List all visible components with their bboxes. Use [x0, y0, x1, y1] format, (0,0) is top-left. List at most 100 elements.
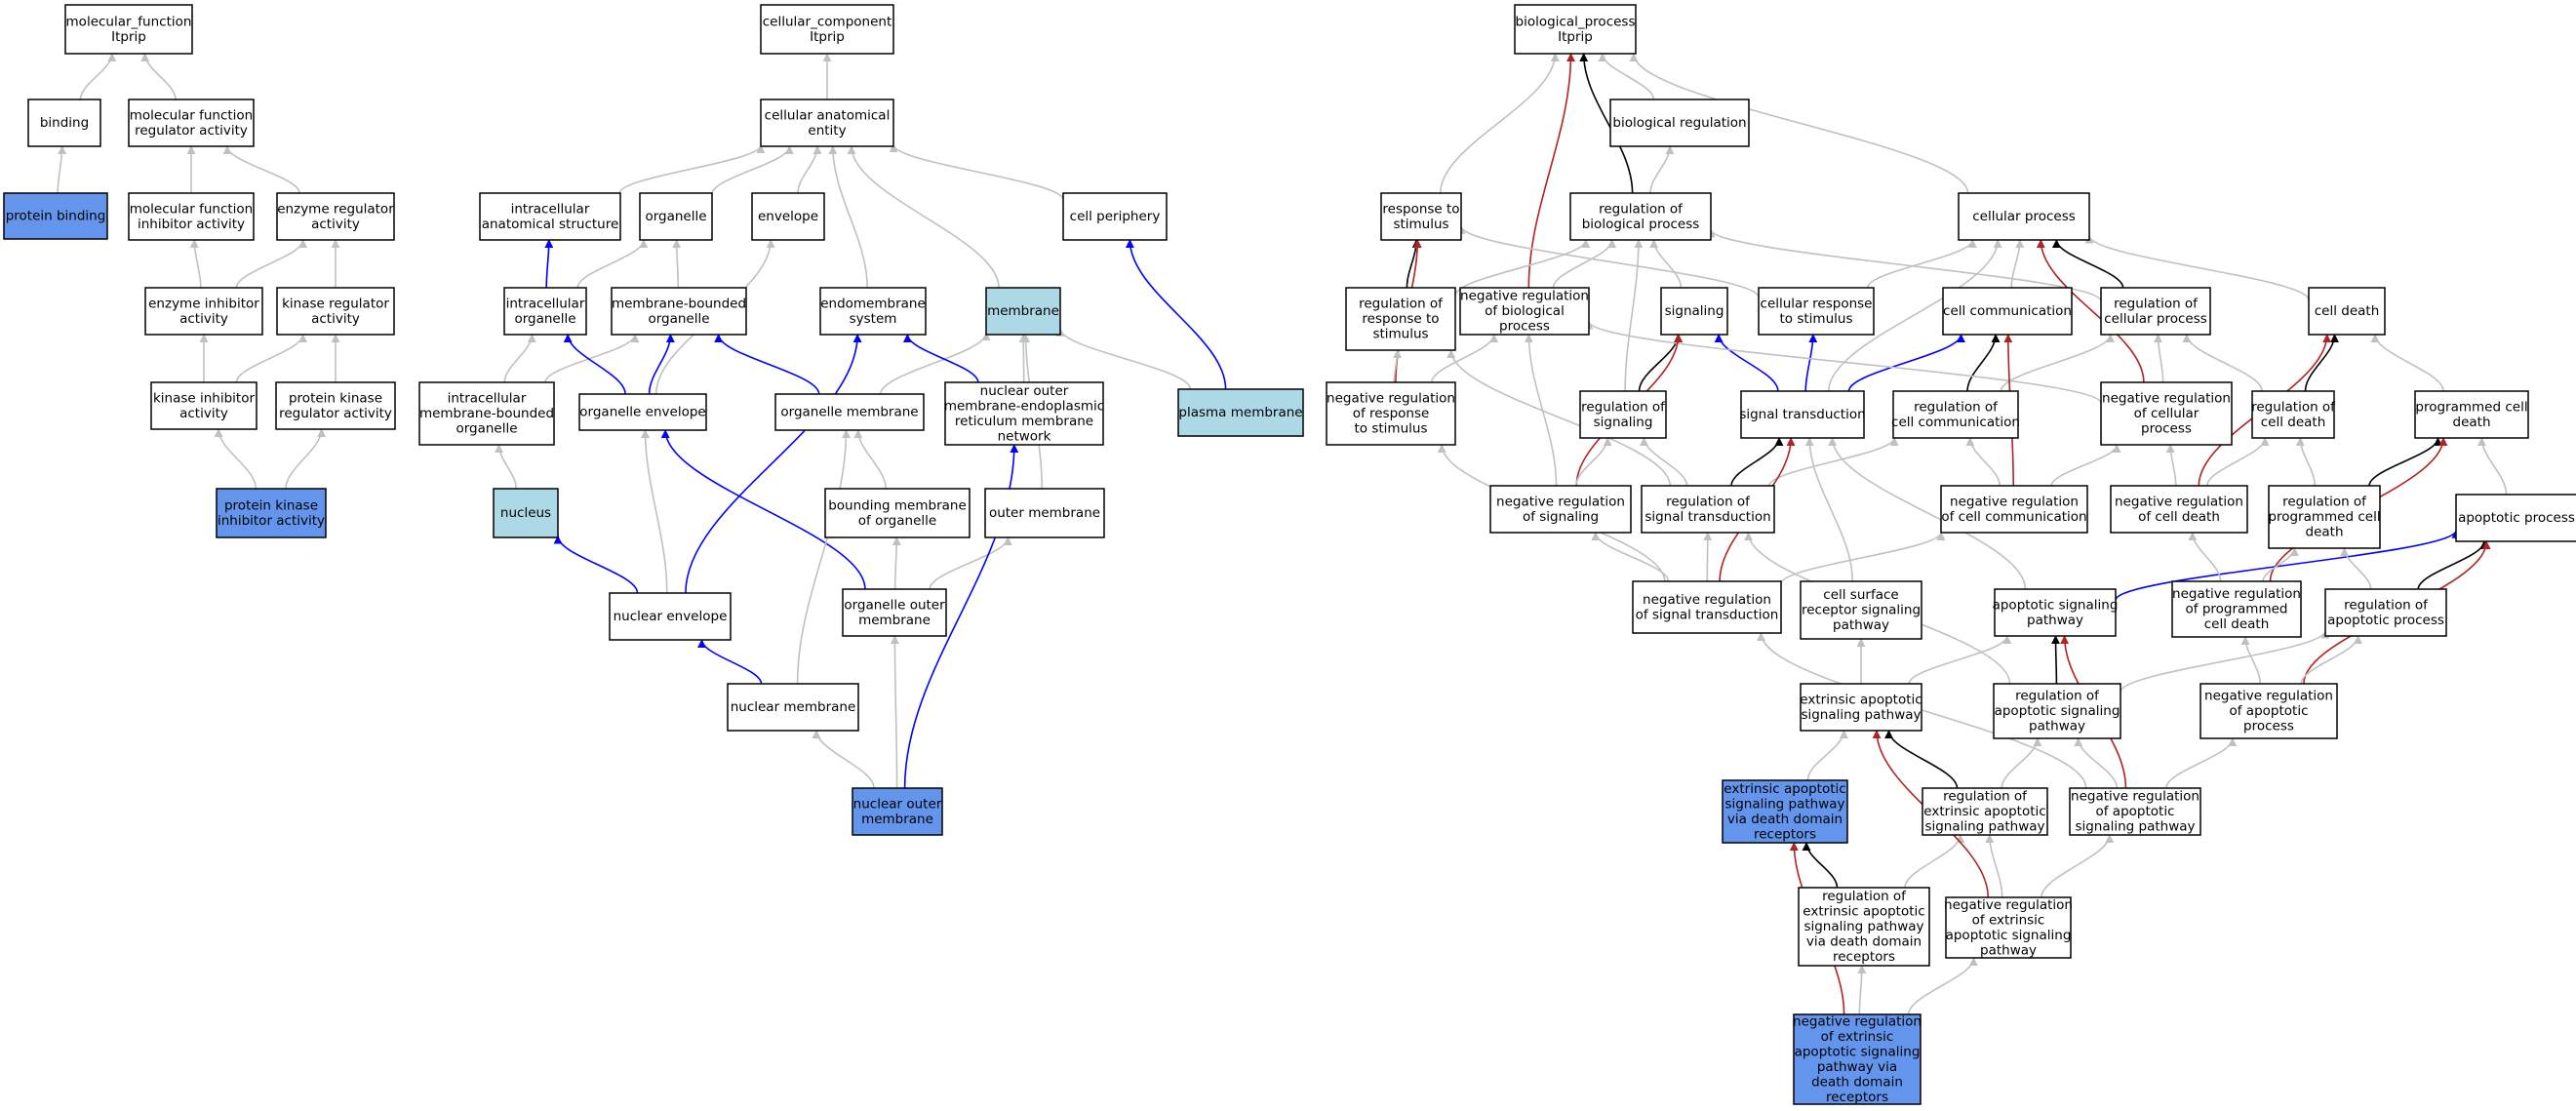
go-term-box[interactable]	[824, 488, 971, 538]
go-term-box[interactable]	[2308, 287, 2386, 336]
go-term-box[interactable]	[27, 99, 101, 147]
go-term-node-orgenv[interactable]: organelle envelope	[578, 393, 707, 431]
go-term-box[interactable]	[609, 592, 732, 641]
go-term-box[interactable]	[2100, 287, 2211, 336]
go-term-box[interactable]	[1459, 287, 1590, 336]
go-term-box[interactable]	[1569, 192, 1712, 241]
go-term-box[interactable]	[3, 192, 108, 240]
go-term-box[interactable]	[2455, 494, 2576, 542]
go-term-box[interactable]	[128, 192, 255, 241]
go-term-node-orgmem[interactable]: organelle membrane	[774, 393, 925, 431]
go-term-box[interactable]	[1326, 381, 1456, 446]
go-term-box[interactable]	[852, 787, 943, 836]
go-term-box[interactable]	[1579, 390, 1667, 439]
go-term-box[interactable]	[2268, 485, 2381, 549]
go-term-box[interactable]	[1489, 485, 1632, 534]
go-term-box[interactable]	[1994, 588, 2117, 637]
go-term-box[interactable]	[1958, 192, 2090, 241]
go-term-box[interactable]	[2414, 390, 2529, 439]
go-term-box[interactable]	[276, 287, 395, 336]
go-term-box[interactable]	[1800, 683, 1922, 732]
go-term-box[interactable]	[1800, 580, 1922, 640]
go-term-box[interactable]	[727, 683, 859, 732]
go-term-node-nucenv[interactable]: nuclear envelope	[609, 592, 732, 641]
go-term-box[interactable]	[2200, 683, 2338, 739]
go-term-node-apoproc[interactable]: apoptotic process	[2455, 494, 2576, 542]
go-term-box[interactable]	[1940, 485, 2088, 534]
go-term-node-sigtrans[interactable]: signal transduction	[1739, 390, 1866, 439]
go-term-box[interactable]	[1632, 580, 1782, 634]
go-term-box[interactable]	[774, 393, 925, 431]
go-term-box[interactable]	[493, 488, 559, 538]
go-term-node-signaling[interactable]: signaling	[1660, 287, 1728, 336]
go-term-box[interactable]	[819, 287, 927, 336]
go-term-box[interactable]	[639, 192, 713, 241]
go-term-node-membrane[interactable]: membrane	[985, 287, 1061, 336]
go-term-box[interactable]	[842, 588, 947, 637]
go-term-box[interactable]	[1177, 388, 1304, 437]
go-term-box[interactable]	[128, 99, 255, 147]
go-term-node-outermem[interactable]: outer membrane	[984, 488, 1105, 538]
go-term-box[interactable]	[503, 287, 587, 336]
go-term-box[interactable]	[1062, 192, 1168, 241]
go-term-box[interactable]	[1798, 887, 1930, 967]
go-term-node-cellper[interactable]: cell periphery	[1062, 192, 1168, 241]
go-term-node-envelope[interactable]: envelope	[751, 192, 825, 241]
go-term-box[interactable]	[2069, 787, 2201, 836]
go-term-box[interactable]	[944, 381, 1104, 446]
go-term-box[interactable]	[150, 381, 258, 430]
go-term-box[interactable]	[64, 4, 193, 55]
go-term-box[interactable]	[751, 192, 825, 241]
go-term-node-nucmem[interactable]: nuclear membrane	[727, 683, 859, 732]
go-term-box[interactable]	[479, 192, 621, 241]
go-term-node-nucleus[interactable]: nucleus	[493, 488, 559, 538]
go-term-box[interactable]	[1993, 683, 2121, 739]
go-term-node-binding[interactable]: binding	[27, 99, 101, 147]
go-term-box[interactable]	[1942, 287, 2073, 336]
go-term-box[interactable]	[1722, 779, 1848, 844]
go-term-box[interactable]	[2251, 390, 2335, 439]
go-term-box[interactable]	[578, 393, 707, 431]
go-term-node-cellproc[interactable]: cellular process	[1958, 192, 2090, 241]
go-term-box[interactable]	[144, 287, 263, 336]
go-term-box[interactable]	[1609, 99, 1750, 147]
go-term-box[interactable]	[1380, 192, 1462, 241]
go-term-box[interactable]	[1922, 787, 2048, 836]
go-term-box[interactable]	[2100, 381, 2233, 446]
go-term-node-nomer[interactable]: nuclear outermembrane-endoplasmicreticul…	[944, 381, 1104, 446]
go-term-box[interactable]	[760, 99, 894, 147]
go-term-box[interactable]	[1740, 390, 1865, 439]
